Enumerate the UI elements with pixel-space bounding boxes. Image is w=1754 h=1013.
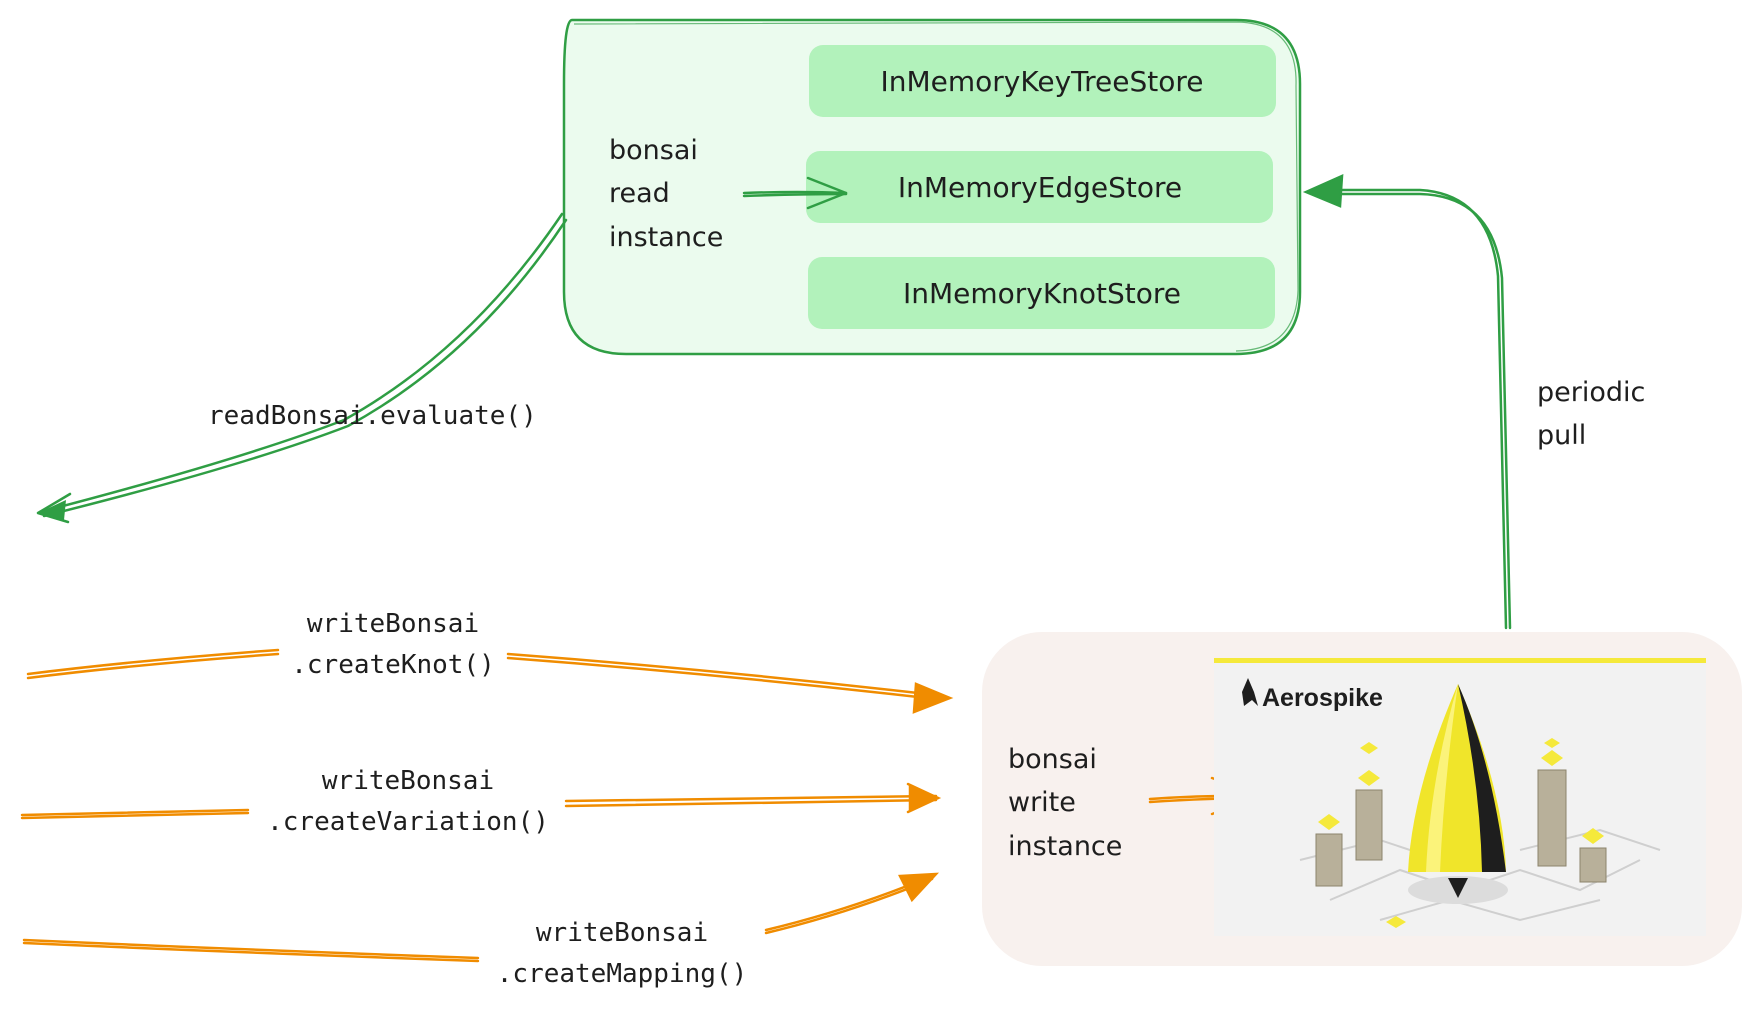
create-mapping-line-1: writeBonsai bbox=[536, 918, 708, 948]
create-knot-line-2: .createKnot() bbox=[291, 650, 495, 680]
create-knot-line-1: writeBonsai bbox=[307, 609, 479, 639]
write-label-line-1: bonsai bbox=[1008, 744, 1097, 775]
write-instance-label: bonsai write instance bbox=[1008, 744, 1122, 862]
store-knot-label: InMemoryKnotStore bbox=[903, 277, 1181, 310]
read-internal-arrow bbox=[742, 176, 848, 210]
store-edge-label: InMemoryEdgeStore bbox=[898, 171, 1182, 204]
store-keytree-label: InMemoryKeyTreeStore bbox=[881, 65, 1204, 98]
aerospike-logo-icon bbox=[1242, 678, 1258, 706]
periodic-pull-arrow bbox=[1302, 174, 1512, 630]
aerospike-logo-text: Aerospike bbox=[1262, 684, 1383, 712]
read-label-line-1: bonsai bbox=[609, 135, 698, 166]
create-variation-arrow bbox=[20, 782, 942, 820]
create-variation-line-1: writeBonsai bbox=[322, 766, 494, 796]
create-mapping-line-2: .createMapping() bbox=[497, 959, 747, 989]
create-mapping-label: writeBonsai .createMapping() bbox=[497, 918, 747, 989]
read-label-line-3: instance bbox=[609, 222, 723, 253]
store-edge: InMemoryEdgeStore bbox=[806, 151, 1273, 223]
periodic-pull-label: periodic pull bbox=[1537, 377, 1645, 451]
create-variation-line-2: .createVariation() bbox=[267, 807, 549, 837]
store-knot: InMemoryKnotStore bbox=[808, 257, 1275, 329]
write-label-line-2: write bbox=[1008, 787, 1076, 818]
write-label-line-3: instance bbox=[1008, 831, 1122, 862]
periodic-pull-line-1: periodic bbox=[1537, 377, 1645, 408]
read-label-line-2: read bbox=[609, 178, 670, 209]
read-evaluate-arrow bbox=[36, 212, 568, 524]
periodic-pull-line-2: pull bbox=[1537, 420, 1586, 451]
store-keytree: InMemoryKeyTreeStore bbox=[809, 45, 1276, 117]
read-instance-label: bonsai read instance bbox=[609, 135, 723, 253]
create-knot-label: writeBonsai .createKnot() bbox=[291, 609, 495, 680]
read-evaluate-label: readBonsai.evaluate() bbox=[208, 401, 537, 431]
create-variation-label: writeBonsai .createVariation() bbox=[267, 766, 549, 837]
aerospike-image: Aerospike bbox=[1214, 658, 1706, 936]
create-knot-arrow bbox=[26, 648, 954, 714]
create-mapping-arrow bbox=[22, 872, 940, 963]
